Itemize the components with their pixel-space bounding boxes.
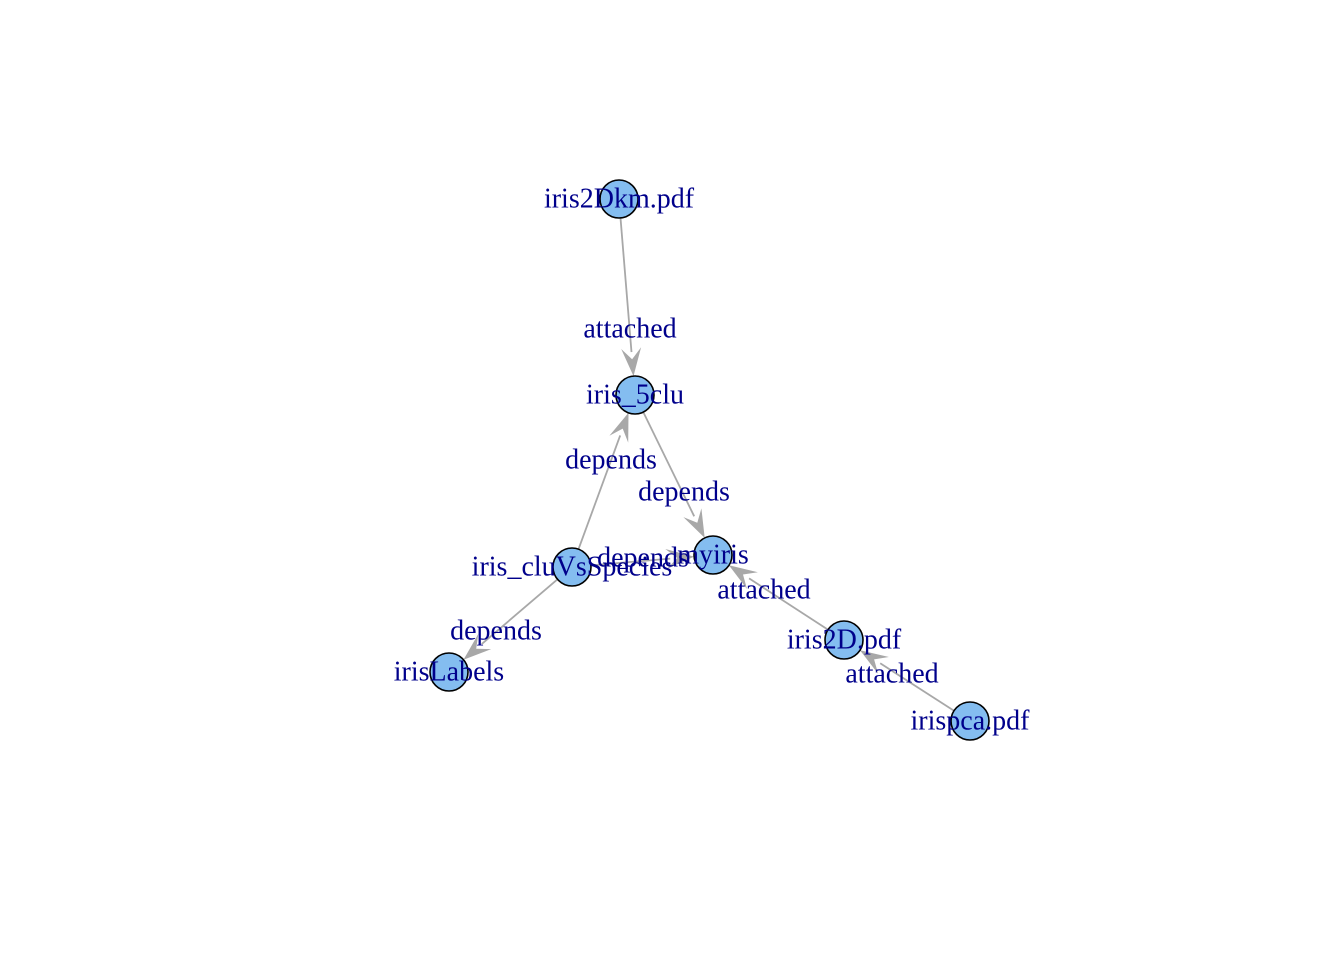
edge-label-iris_cluVsSpecies-to-myiris: depends <box>597 543 689 574</box>
node-label-irisLabels: irisLabels <box>394 657 504 688</box>
nodes-layer <box>429 179 990 741</box>
node-iris_cluVsSpecies <box>552 547 592 587</box>
node-irisLabels <box>429 652 469 692</box>
edge-label-iris_cluVsSpecies-to-iris_5clu: depends <box>565 445 657 476</box>
edge-iris_cluVsSpecies-to-myiris <box>590 557 671 567</box>
edge-label-iris2Dkm-to-iris_5clu: attached <box>583 314 676 345</box>
edge-label-iris2D-to-myiris: attached <box>717 575 810 606</box>
node-label-iris_cluVsSpecies: iris_cluVsSpecies <box>472 552 673 583</box>
arrowhead-iris_cluVsSpecies-to-irisLabels <box>463 633 492 660</box>
node-iris_5clu <box>615 375 655 415</box>
arrowhead-irispca-to-iris2D <box>860 650 889 674</box>
node-myiris <box>693 535 733 575</box>
arrowhead-iris2Dkm-to-iris_5clu <box>621 347 642 377</box>
node-iris2D <box>824 620 864 660</box>
node-label-iris_5clu: iris_5clu <box>586 380 684 411</box>
edge-iris_cluVsSpecies-to-irisLabels <box>481 578 559 645</box>
node-label-iris2Dkm: iris2Dkm.pdf <box>544 184 695 215</box>
arrowhead-iris_5clu-to-myiris <box>683 508 705 538</box>
edges-layer <box>463 217 955 712</box>
edge-label-iris_cluVsSpecies-to-irisLabels: depends <box>450 616 542 647</box>
node-label-irispca: irispca.pdf <box>911 706 1031 737</box>
edge-label-iris_5clu-to-myiris: depends <box>638 477 730 508</box>
edge-iris_cluVsSpecies-to-iris_5clu <box>577 435 622 550</box>
node-irispca <box>950 701 990 741</box>
arrowhead-iris_cluVsSpecies-to-myiris <box>665 549 695 569</box>
edge-iris_5clu-to-myiris <box>642 411 696 517</box>
edge-label-irispca-to-iris2D: attached <box>845 659 938 690</box>
node-label-iris2D: iris2D.pdf <box>787 625 902 656</box>
node-label-myiris: myiris <box>677 540 749 571</box>
edge-iris2Dkm-to-iris_5clu <box>619 217 633 353</box>
labels-layer: attacheddependsdependsdependsdependsatta… <box>394 184 1030 737</box>
edge-iris2D-to-myiris <box>748 577 829 631</box>
arrowhead-iris2D-to-myiris <box>728 565 758 589</box>
edge-irispca-to-iris2D <box>879 662 955 712</box>
arrowhead-iris_cluVsSpecies-to-iris_5clu <box>609 412 629 443</box>
node-iris2Dkm <box>599 179 639 219</box>
